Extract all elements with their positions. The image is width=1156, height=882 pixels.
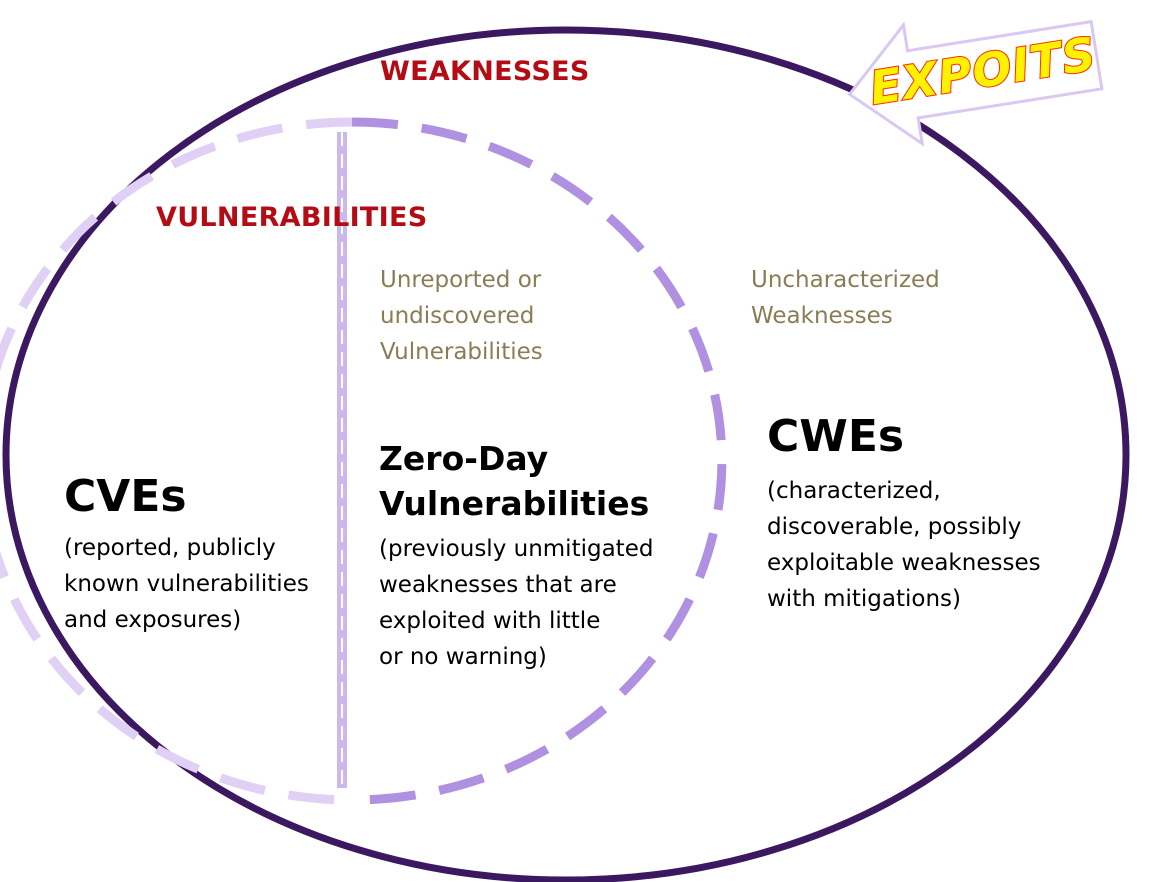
vulnerabilities-label: VULNERABILITIES xyxy=(156,202,428,233)
exploits-arrow-shape xyxy=(847,19,1104,147)
vulnerabilities-ellipse-left-arc xyxy=(0,117,353,805)
uncharacterized-weaknesses-label: Uncharacterized Weaknesses xyxy=(751,267,940,329)
weaknesses-ellipse xyxy=(2,26,1130,882)
cwes-description: (characterized, discoverable, possibly e… xyxy=(767,478,1041,612)
zero-day-description: (previously unmitigated weaknesses that … xyxy=(379,536,654,670)
cves-description: (reported, publicly known vulnerabilitie… xyxy=(64,535,309,633)
cves-title: CVEs xyxy=(64,471,187,522)
cwes-title: CWEs xyxy=(767,411,905,462)
zero-day-title: Zero-Day Vulnerabilities xyxy=(379,439,650,523)
weaknesses-label: WEAKNESSES xyxy=(380,56,590,87)
vulnerabilities-ellipse-right-arc xyxy=(351,117,727,805)
exploits-arrow-icon xyxy=(847,19,1104,147)
unreported-vulnerabilities-label: Unreported or undiscovered Vulnerabiliti… xyxy=(380,267,543,365)
